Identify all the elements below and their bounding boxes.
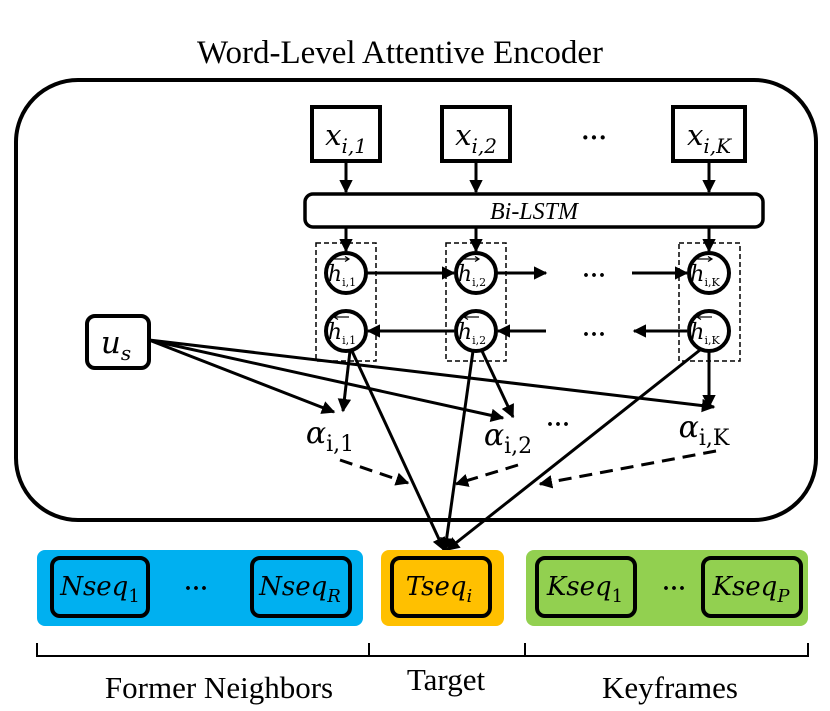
forward-state-1: hi,1 [324, 251, 368, 295]
svg-text:xi,2: xi,2 [455, 118, 497, 158]
neighbor-seq-r: NseqR [250, 556, 352, 618]
svg-text:xi,1: xi,1 [325, 118, 367, 158]
svg-text:KseqP: KseqP [712, 572, 791, 607]
svg-text:xi,K: xi,K [687, 118, 732, 158]
backward-state-1: hi,1 [324, 309, 368, 353]
attention-weight-1: αi,1 [306, 416, 354, 457]
encoder-title: Word-Level Attentive Encoder [197, 35, 603, 71]
weighting-arrows [339, 449, 717, 489]
input-token-1: xi,1 [310, 105, 382, 163]
input-token-k: xi,K [671, 105, 747, 163]
attention-weight-k: αi,K [679, 410, 730, 451]
svg-text:Tseqi: Tseqi [406, 572, 473, 607]
backward-ellipsis: ··· [582, 322, 606, 348]
svg-text:hi,2: hi,2 [458, 320, 486, 347]
context-vector: us [85, 314, 151, 370]
svg-text:hi,1: hi,1 [328, 262, 356, 289]
target-group: Tseqi [381, 550, 504, 626]
svg-text:NseqR: NseqR [258, 572, 341, 607]
encoder-frame [14, 78, 818, 522]
forward-ellipsis: ··· [582, 263, 606, 289]
svg-text:Nseq1: Nseq1 [59, 572, 140, 607]
keyframe-seq-1: Kseq1 [535, 556, 637, 618]
bilstm-layer: Bi-LSTM [303, 192, 765, 229]
svg-text:hi,K: hi,K [690, 262, 720, 289]
target-seq: Tseqi [390, 556, 492, 618]
attention-ellipsis: ··· [546, 412, 570, 438]
keyframes-label: Keyframes [602, 670, 738, 705]
target-label: Target [407, 662, 486, 697]
attention-weight-2: αi,2 [484, 418, 532, 459]
svg-text:hi,1: hi,1 [328, 320, 356, 347]
attention-arrows [148, 338, 716, 552]
input-arrows [339, 161, 716, 194]
neighbors-label: Former Neighbors [105, 670, 333, 705]
state-groups [315, 242, 741, 362]
neighbor-seq-1: Nseq1 [50, 556, 150, 618]
neighbors-group: Nseq1 ··· NseqR [37, 550, 363, 626]
input-token-2: xi,2 [440, 105, 512, 163]
keyframes-group: Kseq1 ··· KseqP [526, 550, 808, 626]
bilstm-label: Bi-LSTM [490, 199, 580, 225]
bilstm-arrows [339, 227, 716, 253]
forward-state-2: hi,2 [454, 251, 498, 295]
keyframe-seq-p: KseqP [701, 556, 803, 618]
svg-text:us: us [101, 325, 131, 365]
backward-state-2: hi,2 [454, 309, 498, 353]
keyframes-ellipsis: ··· [662, 576, 686, 602]
svg-text:hi,2: hi,2 [458, 262, 486, 289]
backward-state-k: hi,K [687, 309, 731, 353]
forward-state-k: hi,K [687, 251, 731, 295]
input-ellipsis: ··· [581, 123, 607, 152]
recurrent-arrows [366, 266, 689, 338]
group-brackets [36, 643, 809, 657]
svg-text:Kseq1: Kseq1 [546, 572, 623, 607]
neighbors-ellipsis: ··· [184, 576, 208, 602]
svg-text:hi,K: hi,K [690, 320, 720, 347]
